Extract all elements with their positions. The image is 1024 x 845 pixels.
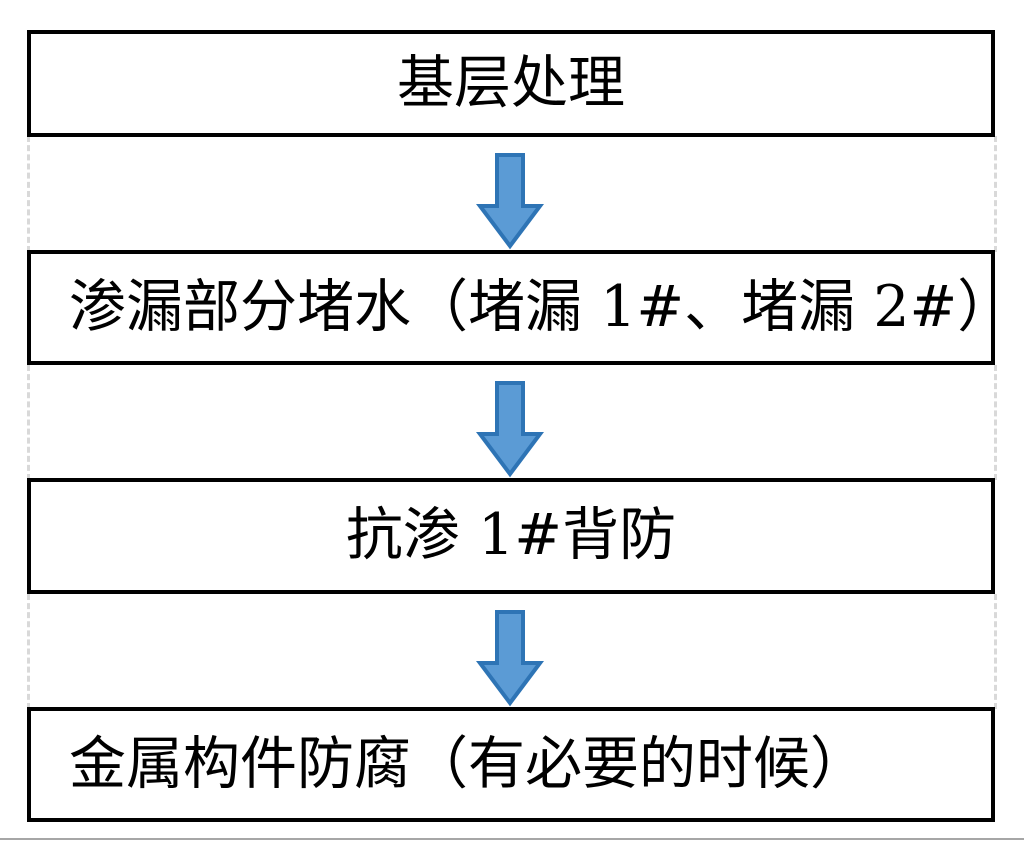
table-gridline-right xyxy=(994,136,997,252)
table-gridline-right xyxy=(994,365,997,480)
connector-arrow-1 xyxy=(476,152,544,250)
process-box-step-4[interactable]: 金属构件防腐（有必要的时候） xyxy=(27,707,995,822)
table-gridline-left xyxy=(27,365,30,480)
table-gridline-left xyxy=(27,136,30,252)
process-box-step-3[interactable]: 抗渗 1#背防 xyxy=(27,478,995,594)
arrow-down-icon xyxy=(476,153,544,250)
process-label: 抗渗 1#背防 xyxy=(345,502,677,569)
arrow-down-icon xyxy=(476,610,544,707)
process-box-step-1[interactable]: 基层处理 xyxy=(27,30,995,137)
connector-arrow-2 xyxy=(476,380,544,478)
table-gridline-right xyxy=(994,594,997,709)
process-label: 渗漏部分堵水（堵漏 1#、堵漏 2#） xyxy=(69,273,1015,340)
table-gridline-left xyxy=(27,594,30,709)
process-box-step-2[interactable]: 渗漏部分堵水（堵漏 1#、堵漏 2#） xyxy=(27,250,1014,365)
page-bottom-rule xyxy=(0,838,1024,840)
process-label: 基层处理 xyxy=(397,49,625,116)
process-label: 金属构件防腐（有必要的时候） xyxy=(69,730,867,797)
arrow-down-icon xyxy=(476,381,544,478)
connector-arrow-3 xyxy=(476,609,544,707)
